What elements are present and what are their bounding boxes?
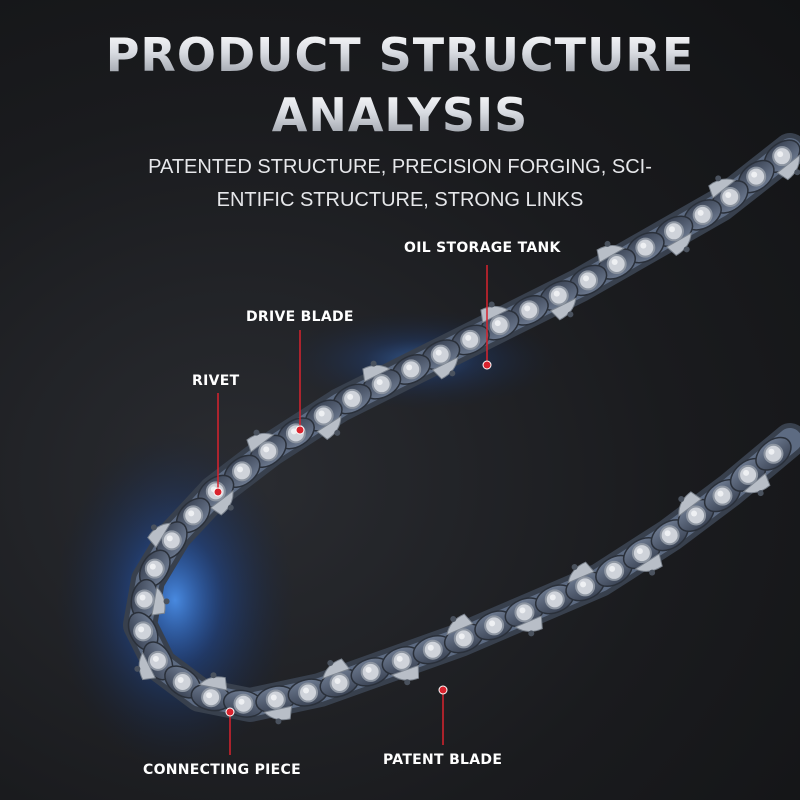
tooth-hole [370, 360, 377, 367]
callout-marker-dot [213, 487, 223, 497]
rivet-highlight [611, 259, 618, 266]
rivet-highlight [149, 563, 156, 570]
rivet-highlight [237, 466, 244, 473]
tooth-hole [604, 240, 611, 247]
rivet-highlight [636, 548, 643, 555]
tooth-hole [683, 246, 690, 253]
tooth-hole [649, 569, 656, 576]
tooth-hole [567, 311, 574, 318]
subtitle-line-1: PATENTED STRUCTURE, PRECISION FORGING, S… [148, 156, 652, 178]
rivet-highlight [553, 290, 560, 297]
rivet-highlight [768, 448, 775, 455]
rivet-highlight [290, 428, 297, 435]
tooth-hole [450, 615, 457, 622]
rivet-highlight [494, 320, 501, 327]
rivet-highlight [435, 349, 442, 356]
callout-rivet: RIVET [192, 373, 240, 389]
tooth-hole [150, 524, 157, 531]
rivet-highlight [376, 379, 383, 386]
rivet-highlight [697, 209, 704, 216]
rivet-highlight [669, 226, 676, 233]
tooth-hole [134, 665, 141, 672]
rivet-highlight [334, 678, 341, 685]
callout-oil-storage-tank: OIL STORAGE TANK [404, 240, 561, 256]
tooth-hole [715, 175, 722, 182]
tooth-hole [227, 504, 234, 511]
rivet-highlight [365, 666, 372, 673]
tooth-hole [757, 490, 764, 497]
rivet-highlight [166, 535, 173, 542]
rivet-highlight [270, 694, 277, 701]
rivet-highlight [177, 677, 184, 684]
tooth-hole [275, 718, 282, 725]
subtitle-line-2: ENTIFIC STRUCTURE, STRONG LINKS [216, 189, 584, 211]
rivet-highlight [609, 565, 616, 572]
rivet-highlight [152, 655, 159, 662]
tooth-hole [528, 630, 535, 637]
callout-patent-blade: PATENT BLADE [383, 752, 503, 768]
rivet-highlight [396, 655, 403, 662]
callout-marker-dot [295, 425, 305, 435]
tooth-hole [571, 563, 578, 570]
page-title-line-1: PRODUCT STRUCTURE [0, 28, 800, 82]
rivet-highlight [580, 581, 587, 588]
tooth-hole [794, 169, 800, 176]
rivet-highlight [640, 242, 647, 249]
rivet-highlight [427, 644, 434, 651]
tooth-hole [253, 429, 260, 436]
tooth-hole [163, 598, 170, 605]
callout-lines [213, 265, 492, 755]
rivet-highlight [465, 334, 472, 341]
callout-marker-dot [482, 360, 492, 370]
tooth-hole [334, 429, 341, 436]
rivet-highlight [524, 305, 531, 312]
callout-connecting-piece: CONNECTING PIECE [143, 762, 301, 778]
rivet-highlight [691, 510, 698, 517]
rivet-highlight [777, 151, 784, 158]
rivet-highlight [583, 275, 590, 282]
page-title-line-2: ANALYSIS [0, 88, 800, 142]
tooth-hole [210, 672, 217, 679]
callout-marker-dot [438, 685, 448, 695]
rivet-highlight [188, 510, 195, 517]
rivet-highlight [489, 620, 496, 627]
rivet-highlight [743, 469, 750, 476]
tooth-hole [404, 679, 411, 686]
rivet-highlight [717, 490, 724, 497]
rivet-highlight [303, 687, 310, 694]
tooth-hole [678, 496, 685, 503]
rivet-highlight [458, 633, 465, 640]
rivet-highlight [318, 410, 325, 417]
tooth-hole [327, 659, 334, 666]
rivet-highlight [263, 446, 270, 453]
callout-drive-blade: DRIVE BLADE [246, 309, 354, 325]
rivet-highlight [238, 698, 245, 705]
rivet-highlight [664, 530, 671, 537]
rivet-highlight [406, 364, 413, 371]
rivet-highlight [725, 191, 732, 198]
rivet-highlight [139, 594, 146, 601]
rivet-highlight [549, 594, 556, 601]
rivet-highlight [138, 626, 145, 633]
rivet-highlight [206, 692, 213, 699]
tooth-hole [449, 370, 456, 377]
rivet-highlight [347, 393, 354, 400]
tooth-hole [488, 301, 495, 308]
rivet-highlight [519, 607, 526, 614]
callout-marker-dot [225, 707, 235, 717]
rivet-highlight [751, 171, 758, 178]
